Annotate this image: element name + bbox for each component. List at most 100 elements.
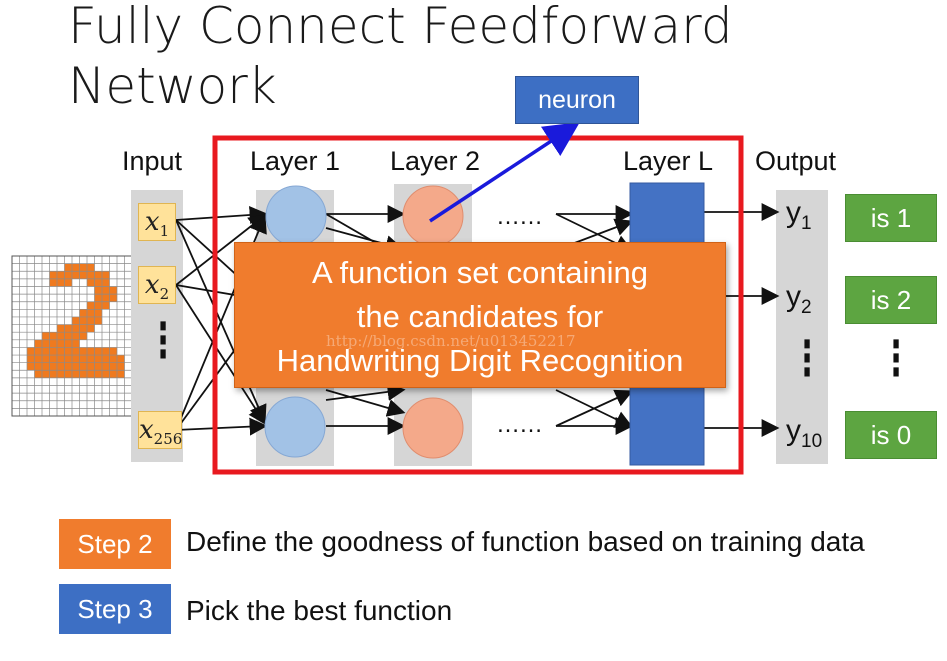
digit-pixel-off: [49, 301, 57, 310]
digit-pixel-off: [117, 400, 125, 409]
output-y2-sub: 2: [801, 297, 812, 318]
digit-pixel-off: [57, 286, 65, 295]
digit-pixel-on: [57, 278, 65, 287]
digit-pixel-off: [12, 347, 20, 356]
digit-pixel-off: [49, 256, 57, 264]
step-2-tag: Step 2: [59, 519, 171, 569]
page-title: Fully Connect Feedforward Network: [68, 0, 733, 116]
digit-pixel-off: [49, 286, 57, 295]
digit-pixel-off: [27, 332, 35, 340]
digit-pixel-off: [109, 263, 117, 272]
neuron-pointer-arrow: [429, 122, 580, 223]
function-set-callout: A function set containing the candidates…: [234, 242, 726, 388]
digit-pixel-off: [102, 316, 110, 325]
digit-pixel-off: [12, 294, 20, 302]
digit-pixel-off: [12, 263, 20, 272]
digit-pixel-off: [19, 271, 27, 279]
digit-pixel-off: [109, 393, 117, 401]
digit-pixel-off: [19, 294, 27, 302]
digit-pixel-on: [87, 316, 95, 325]
digit-pixel-off: [12, 377, 20, 386]
digit-pixel-on: [27, 347, 35, 356]
digit-pixel-off: [102, 377, 110, 386]
digit-pixel-on: [109, 294, 117, 302]
digit-pixel-off: [42, 324, 50, 333]
digit-pixel-on: [34, 370, 42, 378]
input-x256-var: x: [139, 415, 154, 445]
digit-pixel-off: [27, 263, 35, 272]
digit-pixel-off: [109, 301, 117, 310]
digit-pixel-on: [49, 362, 57, 371]
digit-pixel-off: [34, 301, 42, 310]
digit-pixel-off: [87, 400, 95, 409]
title-line-2: Network: [68, 57, 277, 115]
digit-pixel-on: [49, 370, 57, 378]
digit-pixel-off: [72, 393, 80, 401]
layer1-header: Layer 1: [250, 146, 341, 176]
digit-pixel-off: [19, 393, 27, 401]
digit-pixel-off: [102, 256, 110, 264]
digit-pixel-on: [64, 278, 72, 287]
digit-pixel-on: [109, 370, 117, 378]
digit-pixel-off: [87, 385, 95, 394]
input-x1-sub: 1: [159, 222, 170, 241]
digit-pixel-off: [34, 256, 42, 264]
input-header: Input: [122, 146, 183, 176]
digit-pixel-off: [12, 393, 20, 401]
digit-pixel-off: [12, 385, 20, 394]
output-y1: y1: [786, 196, 812, 235]
digit-pixel-on: [72, 347, 80, 356]
digit-pixel-on: [49, 278, 57, 287]
digit-pixel-off: [57, 309, 65, 317]
digit-pixel-on: [87, 271, 95, 279]
digit-pixel-off: [49, 393, 57, 401]
digit-pixel-off: [42, 385, 50, 394]
digit-pixel-off: [19, 263, 27, 272]
digit-pixel-off: [27, 278, 35, 287]
digit-pixel-on: [87, 301, 95, 310]
digit-pixel-on: [79, 355, 87, 363]
digit-pixel-on: [57, 332, 65, 340]
digit-pixel-off: [79, 400, 87, 409]
input-x1-var: x: [144, 207, 160, 237]
digit-pixel-off: [72, 301, 80, 310]
input-x256-sub: 256: [153, 430, 183, 449]
digit-pixel-off: [42, 271, 50, 279]
digit-pixel-on: [109, 347, 117, 356]
digit-pixel-off: [87, 408, 95, 416]
digit-pixel-off: [109, 278, 117, 287]
digit-pixel-off: [42, 294, 50, 302]
digit-pixel-off: [12, 332, 20, 340]
digit-pixel-on: [102, 370, 110, 378]
digit-pixel-off: [12, 355, 20, 363]
digit-pixel-off: [94, 408, 102, 416]
digit-pixel-off: [49, 263, 57, 272]
digit-pixel-off: [117, 377, 125, 386]
digit-pixel-on: [87, 355, 95, 363]
digit-pixel-on: [79, 263, 87, 272]
digit-pixel-off: [72, 408, 80, 416]
digit-pixel-off: [124, 385, 132, 394]
digit-pixel-off: [34, 286, 42, 295]
digit-pixel-on: [72, 324, 80, 333]
digit-pixel-on: [87, 370, 95, 378]
digit-pixel-off: [27, 400, 35, 409]
digit-pixel-off: [19, 301, 27, 310]
digit-pixel-on: [72, 362, 80, 371]
digit-pixel-off: [27, 385, 35, 394]
digit-pixel-off: [12, 408, 20, 416]
digit-pixel-off: [124, 370, 132, 378]
digit-pixel-off: [124, 408, 132, 416]
digit-pixel-on: [94, 294, 102, 302]
digit-pixel-off: [124, 324, 132, 333]
digit-pixel-off: [19, 362, 27, 371]
digit-pixel-on: [34, 347, 42, 356]
digit-pixel-off: [124, 355, 132, 363]
digit-pixel-off: [124, 400, 132, 409]
digit-pixel-off: [27, 316, 35, 325]
digit-pixel-on: [27, 362, 35, 371]
input-x2: x2: [138, 266, 176, 304]
digit-pixel-off: [42, 400, 50, 409]
digit-pixel-off: [124, 286, 132, 295]
step-3-tag: Step 3: [59, 584, 171, 634]
